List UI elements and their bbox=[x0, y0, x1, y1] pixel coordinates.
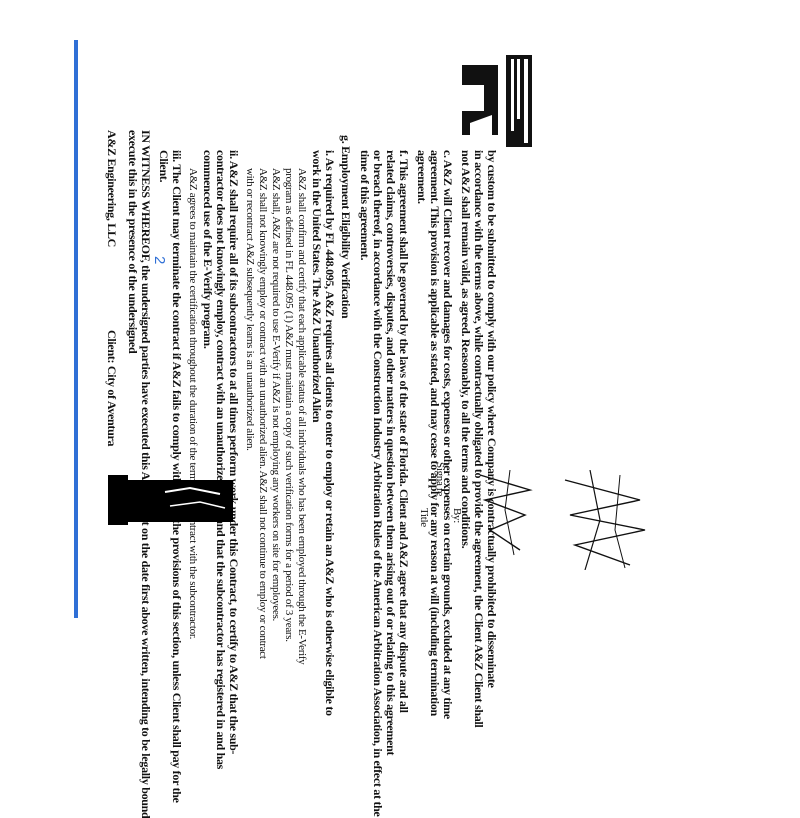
logo-graphic bbox=[462, 55, 532, 147]
redacted-block-2 bbox=[128, 480, 233, 522]
item-i-sub-line-5: with or recontract A&Z subsequently lear… bbox=[244, 168, 256, 451]
company-name: A&Z Engineering, LLC bbox=[105, 130, 119, 248]
redacted-block-1 bbox=[108, 475, 128, 525]
item-i-sub-line-2: program as defined in FL 448.095 (1) A&Z… bbox=[283, 168, 295, 642]
client-name: Client: City of Aventura bbox=[105, 330, 119, 447]
company-logo bbox=[440, 55, 532, 147]
document-page: by custom to be submitted to comply with… bbox=[74, 40, 646, 818]
by-label: By: bbox=[451, 508, 463, 523]
item-ii-line-3: commenced use of the E-Verify program. bbox=[201, 150, 215, 349]
signature-scribble-2 bbox=[564, 470, 646, 570]
item-i-sub-line-4: A&Z shall not knowingly employ or contra… bbox=[257, 168, 269, 659]
page-number: 2 bbox=[151, 256, 168, 265]
item-f-line-1: f. This agreement shall be governed by t… bbox=[397, 150, 411, 713]
intro-line-1: by custom to be submitted to comply with… bbox=[485, 150, 499, 688]
redaction-highlight bbox=[164, 486, 226, 509]
item-f-line-2: related claims, controversies, disputes,… bbox=[384, 150, 398, 756]
item-c-line-3: agreement. bbox=[415, 150, 429, 204]
intro-line-2: in accordance with the terms above, whil… bbox=[472, 150, 486, 728]
item-i-line-2: work in the United States. The A&Z Unaut… bbox=[310, 150, 324, 423]
item-i-line-1: i. As required by FL 448.095, A&Z requir… bbox=[323, 150, 337, 716]
signature-scribble-1 bbox=[479, 470, 533, 556]
witness-line-1: IN WITNESS WHEREOF, the undersigned part… bbox=[139, 130, 153, 818]
item-ii-sub-line-1: A&Z agrees to maintain the certification… bbox=[187, 168, 199, 640]
blue-margin-line bbox=[74, 40, 78, 618]
item-iii-line-1: iii. The Client may terminate the contra… bbox=[170, 150, 184, 803]
signature-label: Signa re bbox=[434, 462, 446, 496]
item-i-sub-line-1: A&Z shall confirm and certify that each … bbox=[296, 168, 308, 665]
witness-line-2: execute this in the presence of the unde… bbox=[126, 130, 140, 354]
item-ii-line-1: ii. A&Z shall require all of its subcont… bbox=[227, 150, 241, 755]
item-c-line-2: agreement. This provision is applicable … bbox=[428, 150, 442, 716]
item-f-line-3: or breach thereof, in accordance with th… bbox=[371, 150, 385, 817]
item-ii-line-2: contractor does not knowingly employ, co… bbox=[214, 150, 228, 770]
signature-title-label: Title bbox=[418, 508, 430, 527]
item-c-line-1: c. A&Z will Client recover and damages f… bbox=[441, 150, 455, 719]
item-i-sub-line-3: A&Z shall, A&Z are not required to use E… bbox=[270, 168, 282, 622]
item-iii-line-2: Client. bbox=[157, 150, 171, 183]
item-f-line-4: time of this agreement. bbox=[358, 150, 372, 261]
section-g-heading: g. Employment Eligibility Verification bbox=[339, 135, 353, 319]
